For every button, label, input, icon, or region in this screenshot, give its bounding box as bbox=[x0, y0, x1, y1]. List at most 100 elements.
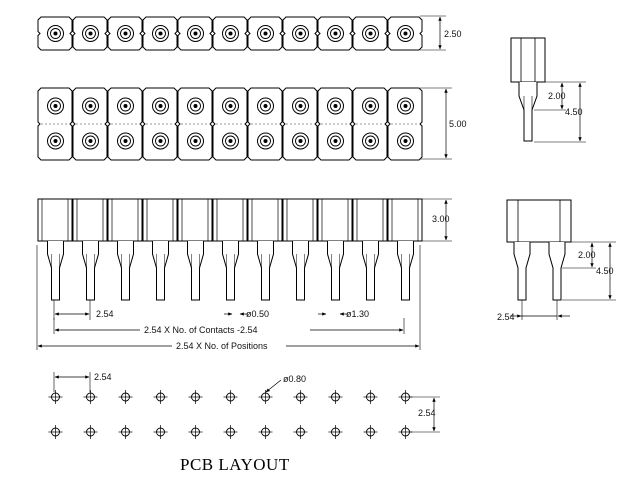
contact-hole bbox=[397, 132, 414, 150]
contact-hole bbox=[257, 25, 274, 42]
side-view-single-row bbox=[510, 37, 546, 142]
front-contact bbox=[72, 198, 108, 301]
top-double-cell bbox=[142, 87, 178, 161]
contact-hole bbox=[327, 132, 344, 150]
contact-hole bbox=[82, 132, 99, 150]
top-double-cell bbox=[37, 87, 73, 161]
label-side-single-tail: 2.00 bbox=[548, 91, 566, 101]
contact-hole bbox=[292, 25, 309, 42]
label-collar-diameter: ø1.30 bbox=[346, 309, 369, 319]
top-single-cell bbox=[177, 16, 213, 51]
pcb-hole bbox=[153, 425, 168, 439]
label-pcb-pitch-y: 2.54 bbox=[418, 408, 436, 418]
front-contact bbox=[352, 198, 388, 301]
front-contact bbox=[177, 198, 213, 301]
dim-positions-formula: 2.54 X No. of Positions bbox=[36, 245, 421, 351]
dim-pcb-hole: ø0.80 bbox=[265, 374, 306, 393]
front-contact bbox=[142, 198, 178, 301]
top-single-cell bbox=[107, 16, 143, 51]
top-double-cell bbox=[72, 87, 108, 161]
contact-hole bbox=[117, 25, 134, 42]
pcb-hole bbox=[118, 390, 133, 404]
label-pin-diameter: ø0.50 bbox=[246, 309, 269, 319]
pcb-hole bbox=[258, 390, 273, 404]
top-single-cell bbox=[352, 16, 388, 51]
top-single-cell bbox=[387, 16, 423, 51]
top-single-cell bbox=[37, 16, 73, 51]
contact-hole bbox=[152, 97, 169, 115]
top-single-cell bbox=[317, 16, 353, 51]
dim-top-double-height: 5.00 bbox=[420, 87, 467, 160]
top-single-cell bbox=[72, 16, 108, 51]
front-view bbox=[37, 198, 423, 301]
contact-hole bbox=[117, 132, 134, 150]
dim-side-double: 2.00 4.50 2.54 bbox=[497, 241, 616, 322]
pcb-hole bbox=[223, 390, 238, 404]
contact-hole bbox=[187, 25, 204, 42]
top-view-double-row bbox=[37, 87, 423, 161]
pcb-layout-title: PCB LAYOUT bbox=[180, 455, 290, 474]
dim-pcb-pitch-x: 2.54 bbox=[53, 372, 112, 392]
top-double-cell bbox=[177, 87, 213, 161]
pcb-hole bbox=[83, 390, 98, 404]
dim-pcb-pitch-y: 2.54 bbox=[410, 396, 440, 433]
contact-hole bbox=[397, 97, 414, 115]
contact-hole bbox=[327, 97, 344, 115]
label-top-single-height: 2.50 bbox=[444, 29, 462, 39]
contact-hole bbox=[222, 25, 239, 42]
pcb-layout bbox=[48, 390, 413, 439]
contact-hole bbox=[397, 25, 414, 42]
pcb-hole bbox=[293, 390, 308, 404]
pcb-hole bbox=[223, 425, 238, 439]
top-double-cell bbox=[107, 87, 143, 161]
pcb-hole bbox=[83, 425, 98, 439]
label-front-body-height: 3.00 bbox=[432, 214, 450, 224]
contact-hole bbox=[362, 97, 379, 115]
contact-hole bbox=[222, 132, 239, 150]
pcb-hole bbox=[293, 425, 308, 439]
contact-hole bbox=[187, 132, 204, 150]
label-top-double-height: 5.00 bbox=[449, 119, 467, 129]
label-contacts-formula: 2.54 X No. of Contacts -2.54 bbox=[144, 325, 258, 335]
pcb-hole bbox=[48, 425, 63, 439]
contact-hole bbox=[47, 132, 64, 150]
contact-hole bbox=[362, 25, 379, 42]
pcb-hole bbox=[363, 390, 378, 404]
label-side-double-total: 4.50 bbox=[596, 266, 614, 276]
contact-hole bbox=[257, 132, 274, 150]
label-side-single-total: 4.50 bbox=[565, 107, 583, 117]
contact-hole bbox=[292, 97, 309, 115]
front-contact bbox=[247, 198, 283, 301]
pcb-hole bbox=[188, 390, 203, 404]
contact-hole bbox=[152, 132, 169, 150]
contact-hole bbox=[47, 97, 64, 115]
top-double-cell bbox=[352, 87, 388, 161]
contact-hole bbox=[152, 25, 169, 42]
contact-hole bbox=[47, 25, 64, 42]
top-view-single-row bbox=[37, 16, 423, 51]
dim-top-single-height: 2.50 bbox=[420, 15, 462, 51]
pcb-hole bbox=[398, 390, 413, 404]
front-contact bbox=[282, 198, 318, 301]
contact-hole bbox=[362, 132, 379, 150]
label-side-double-tail: 2.00 bbox=[578, 250, 596, 260]
pcb-hole bbox=[153, 390, 168, 404]
contact-hole bbox=[82, 25, 99, 42]
pcb-hole bbox=[48, 390, 63, 404]
top-double-cell bbox=[387, 87, 423, 161]
dim-collar-diameter: ø1.30 bbox=[318, 309, 369, 319]
pcb-hole bbox=[363, 425, 378, 439]
contact-hole bbox=[222, 97, 239, 115]
label-front-pitch: 2.54 bbox=[96, 309, 114, 319]
dim-contacts-formula: 2.54 X No. of Contacts -2.54 bbox=[53, 318, 405, 335]
label-pcb-hole-diameter: ø0.80 bbox=[283, 374, 306, 384]
label-positions-formula: 2.54 X No. of Positions bbox=[176, 341, 268, 351]
contact-hole bbox=[327, 25, 344, 42]
dim-front-body-height: 3.00 bbox=[420, 198, 452, 242]
pcb-hole bbox=[188, 425, 203, 439]
pcb-hole bbox=[118, 425, 133, 439]
contact-hole bbox=[117, 97, 134, 115]
dim-side-single: 2.00 4.50 bbox=[534, 81, 586, 143]
contact-hole bbox=[82, 97, 99, 115]
